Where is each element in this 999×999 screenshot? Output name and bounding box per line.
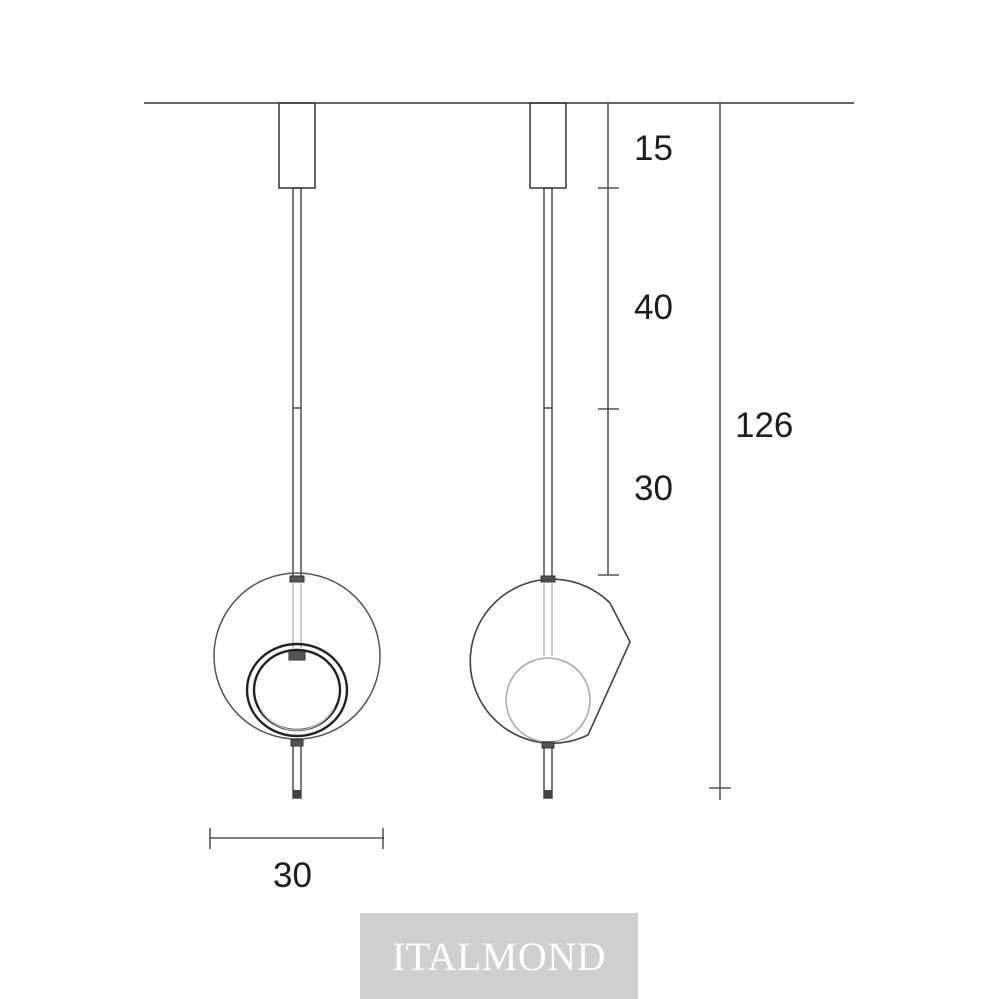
side-canopy	[529, 102, 567, 189]
front-bulb	[259, 707, 335, 731]
label-canopy-height: 15	[634, 129, 673, 168]
side-view-lamp	[469, 102, 631, 799]
front-lower-collar	[290, 739, 304, 747]
width-dimension-line	[209, 828, 384, 849]
front-view-lamp	[213, 102, 381, 799]
label-upper-rod-length: 40	[634, 288, 673, 327]
label-lower-rod-length: 30	[634, 469, 673, 508]
front-lower-cap	[293, 790, 301, 798]
front-lower-rod	[292, 739, 302, 799]
front-ring-outer	[245, 642, 349, 738]
side-rod	[543, 187, 553, 581]
front-rod	[292, 187, 302, 581]
total-dimension-line	[709, 103, 731, 800]
front-canopy	[278, 102, 316, 189]
side-lower-collar	[541, 741, 555, 749]
label-total-height: 126	[735, 406, 793, 445]
watermark-text: ITALMOND	[391, 933, 607, 979]
label-shade-width: 30	[273, 856, 312, 895]
side-shade	[469, 578, 631, 745]
side-bulb	[505, 657, 591, 743]
side-lower-cap	[544, 790, 552, 798]
italmond-watermark: ITALMOND	[360, 913, 638, 999]
front-rod-collar	[289, 575, 305, 583]
front-shade	[213, 572, 381, 740]
segment-dimension-line	[598, 103, 619, 576]
side-lower-rod	[543, 741, 553, 799]
